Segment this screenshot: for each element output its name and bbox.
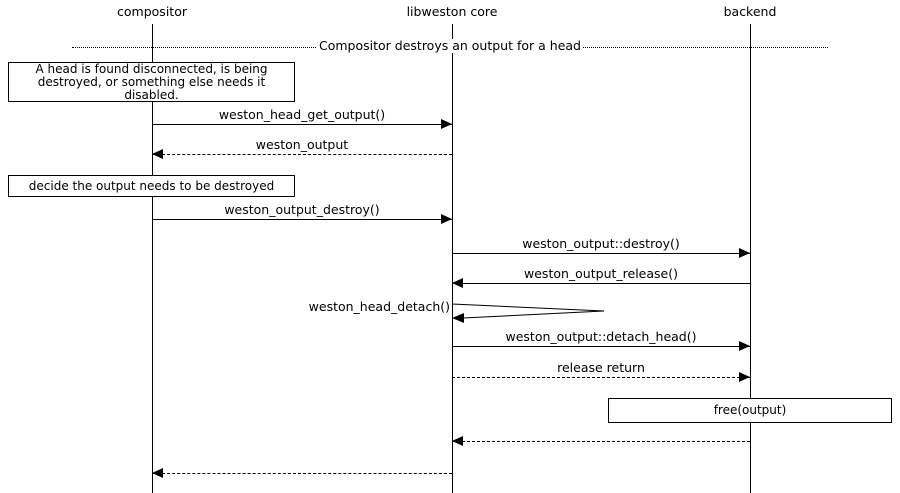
message-label-weston-output-detach-head: weston_output::detach_head() bbox=[502, 330, 700, 344]
note-head-disconnected: A head is found disconnected, is being d… bbox=[8, 62, 295, 102]
participant-header-backend: backend bbox=[723, 4, 777, 19]
message-selfcall-weston-head-detach bbox=[452, 298, 612, 324]
message-line-weston-output-destroy bbox=[152, 219, 452, 220]
arrowhead-right-icon bbox=[441, 119, 452, 129]
message-label-weston-output: weston_output bbox=[252, 138, 352, 152]
message-label-weston-head-detach: weston_head_detach() bbox=[305, 300, 451, 314]
message-line-libweston-return bbox=[152, 473, 452, 474]
lifeline-compositor bbox=[152, 24, 153, 493]
arrowhead-right-icon bbox=[739, 248, 750, 258]
arrowhead-left-icon bbox=[452, 436, 463, 446]
message-label-release-return: release return bbox=[554, 361, 648, 375]
message-label-weston-output-destroy-cb: weston_output::destroy() bbox=[519, 237, 683, 251]
arrowhead-right-icon bbox=[739, 372, 750, 382]
message-line-weston-output bbox=[152, 154, 452, 155]
note-free-output: free(output) bbox=[608, 398, 892, 423]
message-label-weston-head-get-output: weston_head_get_output() bbox=[215, 108, 389, 122]
lifeline-backend bbox=[750, 24, 751, 493]
message-label-weston-output-destroy: weston_output_destroy() bbox=[221, 203, 383, 217]
message-label-weston-output-release: weston_output_release() bbox=[521, 267, 681, 281]
message-line-backend-return bbox=[452, 441, 750, 442]
message-line-weston-output-destroy-cb bbox=[452, 253, 750, 254]
section-divider-label: Compositor destroys an output for a head bbox=[317, 38, 583, 53]
arrowhead-left-icon bbox=[452, 278, 463, 288]
message-line-release-return bbox=[452, 377, 750, 378]
arrowhead-left-icon bbox=[152, 468, 163, 478]
arrowhead-right-icon bbox=[739, 341, 750, 351]
participant-header-compositor: compositor bbox=[117, 4, 187, 19]
arrowhead-left-icon bbox=[152, 149, 163, 159]
message-line-weston-head-get-output bbox=[152, 124, 452, 125]
arrowhead-right-icon bbox=[441, 214, 452, 224]
message-line-weston-output-detach-head bbox=[452, 346, 750, 347]
message-line-weston-output-release bbox=[452, 283, 750, 284]
lifeline-libweston-core bbox=[452, 24, 453, 493]
participant-header-libweston-core: libweston core bbox=[406, 4, 498, 19]
note-decide-destroy: decide the output needs to be destroyed bbox=[8, 175, 295, 197]
